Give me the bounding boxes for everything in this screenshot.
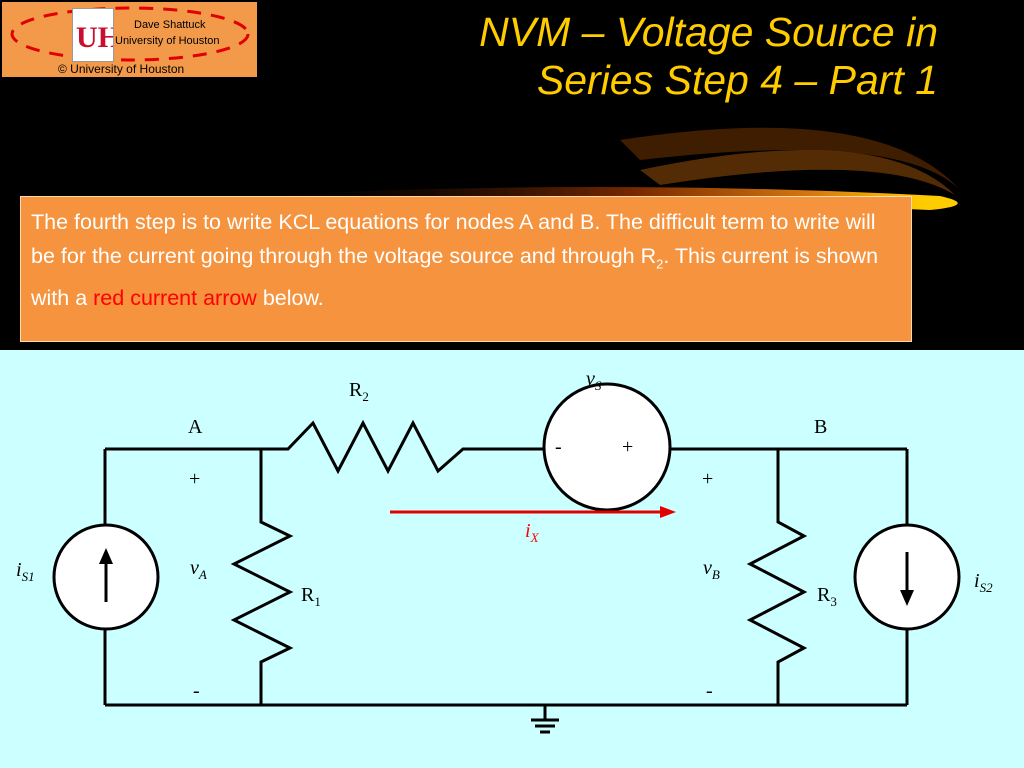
page-title: NVM – Voltage Source in Series Step 4 – …	[479, 8, 938, 104]
logo-ellipse-icon	[10, 6, 250, 62]
explanation-highlight: red current arrow	[93, 286, 257, 311]
node-a-label: A	[188, 416, 203, 438]
r3-label: R3	[817, 584, 837, 609]
r1-resistor	[230, 449, 294, 705]
copyright: © University of Houston	[58, 62, 185, 76]
is1-label: iS1	[16, 559, 35, 584]
explanation-box: The fourth step is to write KCL equation…	[20, 196, 912, 342]
vb-minus: -	[706, 680, 713, 702]
vs-minus: -	[555, 436, 562, 458]
r2-resistor-wire	[105, 419, 546, 475]
logo-university: University of Houston	[115, 35, 220, 47]
svg-text:UH: UH	[76, 21, 113, 54]
logo-box: UH Dave Shattuck University of Houston ©…	[2, 2, 257, 77]
r1-label: R1	[301, 584, 321, 609]
va-label: vA	[190, 557, 207, 582]
is2-label: iS2	[974, 570, 993, 595]
vs-label: vS	[586, 368, 602, 393]
ix-label: iX	[525, 520, 539, 545]
uh-logo-icon: UH	[72, 8, 121, 62]
node-b-label: B	[814, 416, 828, 438]
vb-label: vB	[703, 557, 720, 582]
circuit-schematic	[52, 382, 961, 734]
logo-author: Dave Shattuck	[134, 19, 206, 31]
va-minus: -	[193, 680, 200, 702]
explanation-text-2: . This current is shown with a	[31, 244, 879, 311]
voltage-source-icon	[542, 382, 672, 512]
r2-label: R2	[349, 379, 369, 404]
circuit-diagram: R2 vS - + A B + + iX iS1 vA R1 vB R3 iS2…	[0, 350, 1024, 768]
explanation-text-1: The fourth step is to write KCL equation…	[31, 210, 876, 268]
va-plus: +	[189, 468, 201, 490]
vb-plus: +	[702, 468, 714, 490]
explanation-text-3: below.	[256, 286, 324, 311]
r3-resistor	[746, 449, 808, 705]
title-line-2: Series Step 4 – Part 1	[536, 57, 938, 103]
header-area: UH Dave Shattuck University of Houston ©…	[0, 0, 1024, 350]
title-line-1: NVM – Voltage Source in	[479, 9, 938, 55]
explanation-sub: 2	[656, 256, 664, 272]
ground-icon	[531, 705, 559, 734]
vs-plus: +	[622, 436, 634, 458]
